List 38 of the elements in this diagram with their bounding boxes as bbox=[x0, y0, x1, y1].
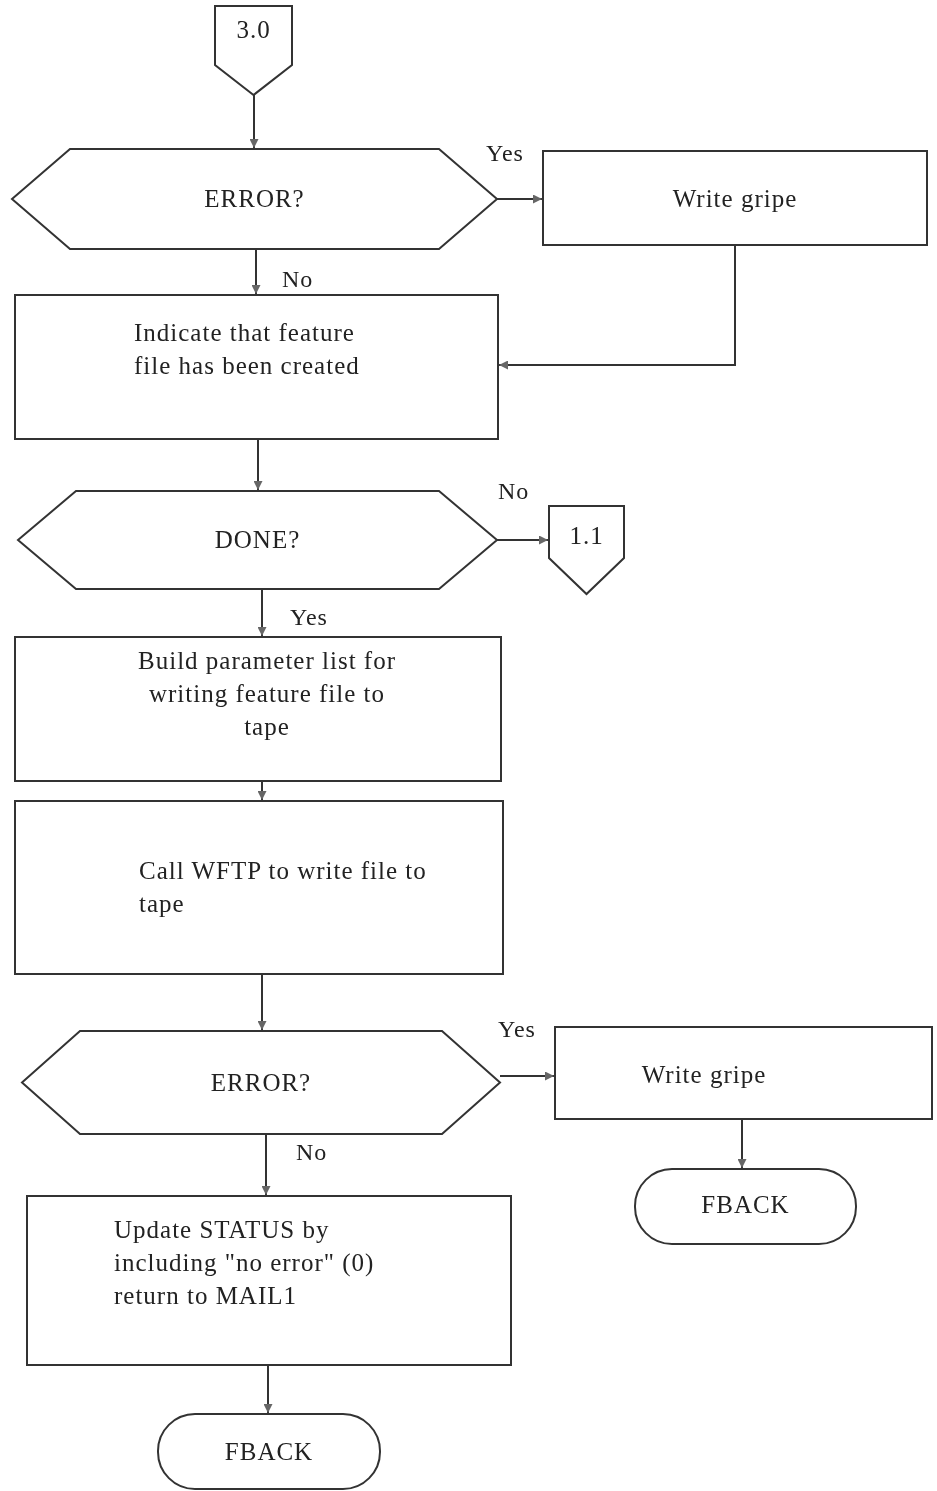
node-text: ERROR? bbox=[209, 1068, 313, 1098]
node-text: DONE? bbox=[213, 525, 302, 555]
arrow bbox=[499, 1071, 555, 1081]
arrow bbox=[498, 245, 736, 370]
process-box bbox=[14, 294, 499, 440]
node-text: Update STATUS by including "no error" (0) return to MAIL1 bbox=[114, 1215, 376, 1311]
node-text: 1.1 bbox=[568, 521, 605, 551]
node-text: Write gripe bbox=[640, 1060, 768, 1090]
arrow bbox=[251, 249, 261, 295]
offpage-connector bbox=[548, 505, 625, 594]
node-text: Indicate that feature file has been created bbox=[134, 318, 361, 381]
arrow bbox=[496, 194, 543, 204]
node-text: Write gripe bbox=[671, 184, 799, 214]
process-box bbox=[14, 636, 502, 782]
arrow bbox=[257, 781, 267, 801]
node-text: ERROR? bbox=[203, 184, 306, 214]
arrow bbox=[263, 1365, 273, 1414]
process-box bbox=[26, 1195, 512, 1366]
arrow bbox=[257, 589, 267, 637]
node-text: FBACK bbox=[223, 1437, 315, 1467]
terminal-box bbox=[157, 1413, 381, 1490]
arrow bbox=[257, 974, 267, 1031]
process-box bbox=[542, 150, 928, 246]
node-text: Build parameter list for writing feature file to tape bbox=[137, 646, 397, 742]
node-text: Call WFTP to write file to tape bbox=[139, 856, 428, 919]
decision-hexagon bbox=[18, 490, 497, 590]
node-text: FBACK bbox=[700, 1190, 791, 1220]
arrow bbox=[496, 535, 549, 545]
terminal-box bbox=[634, 1168, 857, 1245]
arrow bbox=[253, 439, 263, 491]
offpage-connector bbox=[214, 5, 293, 95]
arrow bbox=[261, 1134, 271, 1196]
process-box bbox=[14, 800, 504, 975]
node-text: 3.0 bbox=[235, 15, 272, 45]
process-box bbox=[554, 1026, 933, 1120]
arrow bbox=[737, 1119, 747, 1169]
arrow bbox=[249, 94, 259, 149]
decision-hexagon bbox=[22, 1030, 500, 1135]
